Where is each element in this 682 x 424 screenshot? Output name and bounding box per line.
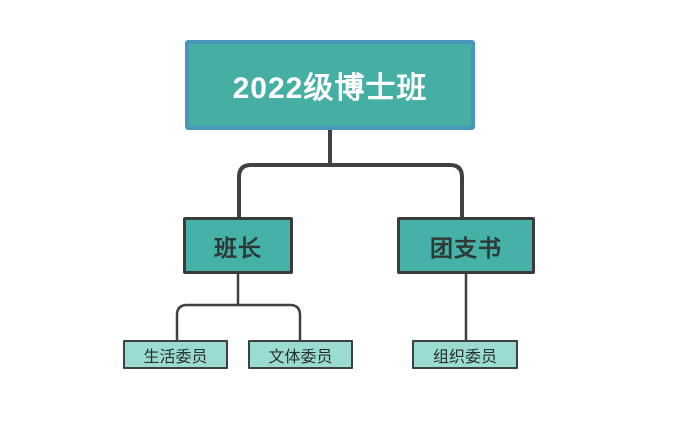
connector-root-to-branches xyxy=(237,163,464,217)
node-class-root[interactable]: 2022级博士班 xyxy=(185,40,475,130)
node-class-monitor[interactable]: 班长 xyxy=(183,217,293,274)
connector-branch1-to-leaves xyxy=(175,303,302,340)
node-life-committee[interactable]: 生活委员 xyxy=(123,340,228,369)
node-organization-committee[interactable]: 组织委员 xyxy=(412,340,518,369)
node-league-secretary[interactable]: 团支书 xyxy=(397,217,535,274)
node-sports-committee[interactable]: 文体委员 xyxy=(248,340,353,369)
